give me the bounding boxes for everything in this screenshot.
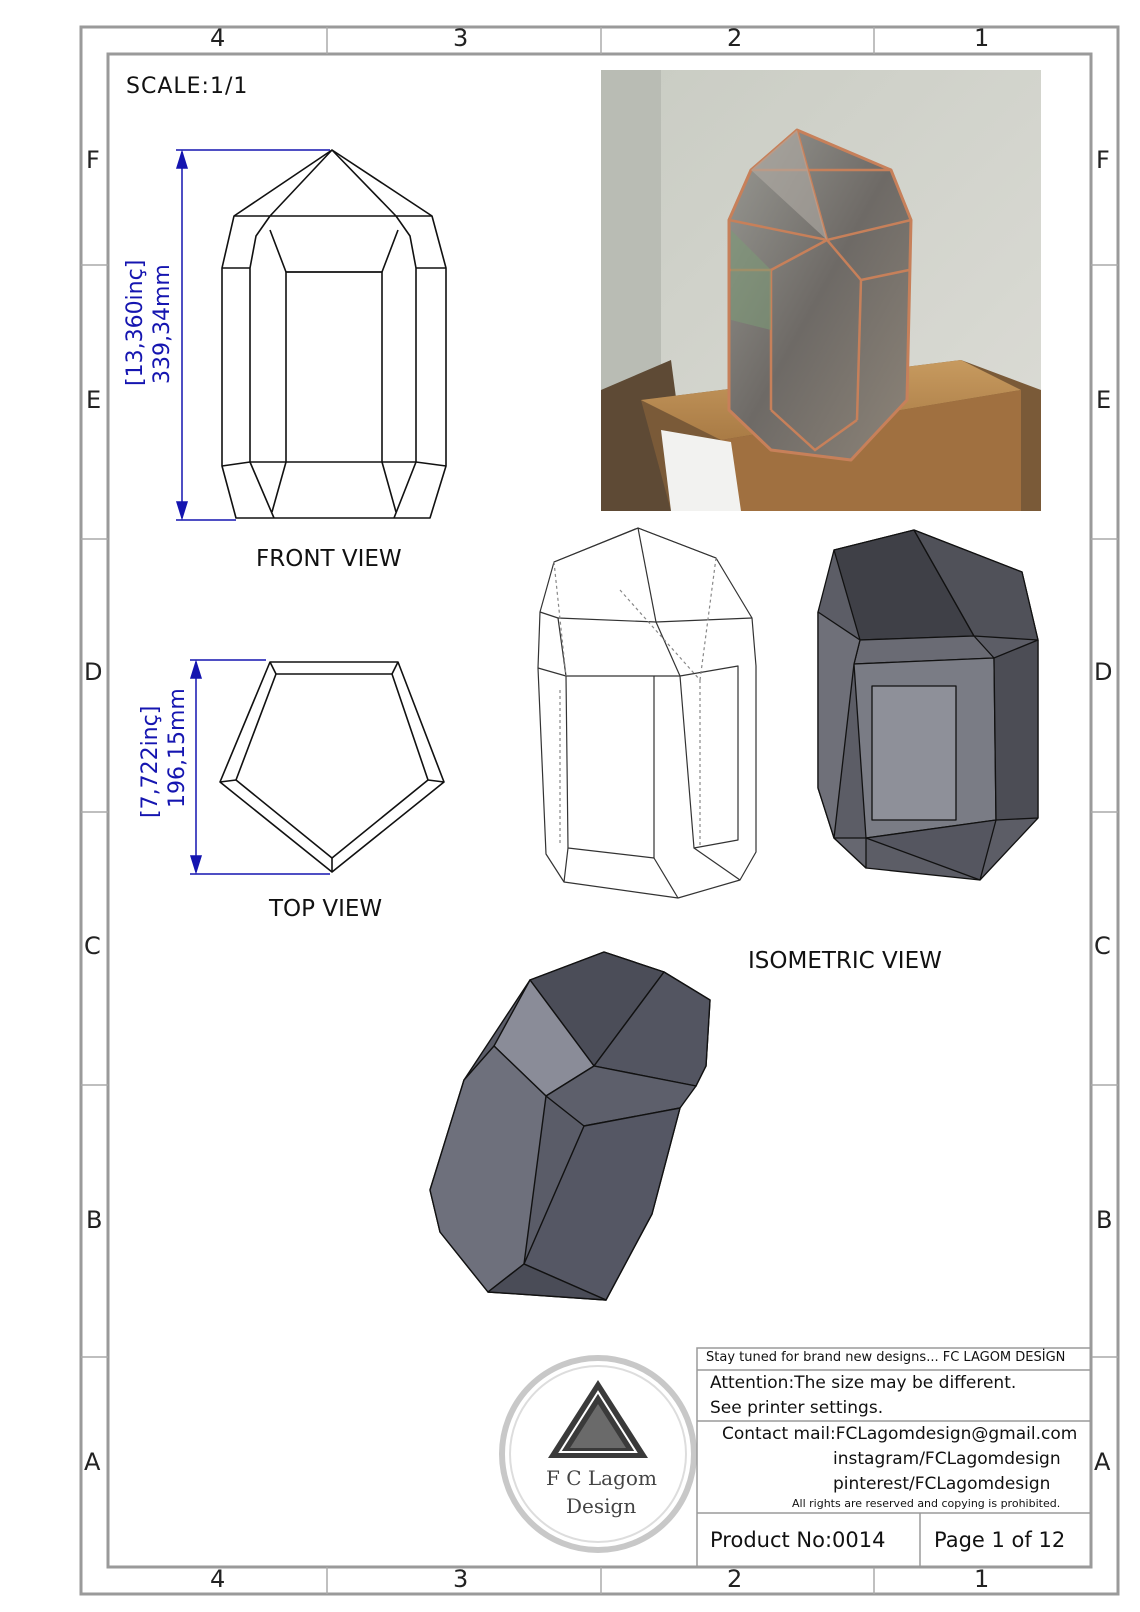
row-label-c-left: C (84, 932, 101, 960)
pinterest-text: pinterest/FCLagomdesign (833, 1474, 1051, 1494)
inner-frame (106, 52, 1093, 1569)
top-view-drawing (219, 661, 445, 873)
brand-logo (499, 1355, 697, 1553)
logo-text-line2: Design (566, 1494, 637, 1518)
rights-text: All rights are reserved and copying is p… (792, 1497, 1061, 1510)
row-label-b-right: B (1096, 1206, 1113, 1234)
rotated-shaded-solid (429, 951, 711, 1301)
row-label-a-right: A (1094, 1448, 1111, 1476)
stay-tuned-text: Stay tuned for brand new designs... FC L… (706, 1350, 1066, 1365)
front-view-drawing (221, 149, 447, 519)
row-label-e-right: E (1096, 386, 1112, 414)
front-height-mm: 339,34mm (150, 264, 175, 384)
top-view-label: TOP VIEW (269, 896, 383, 922)
isometric-shaded (817, 529, 1039, 881)
row-label-b-left: B (86, 1206, 103, 1234)
title-block (696, 1347, 1092, 1568)
top-width-inch: [7,722inç] (138, 705, 163, 818)
col-label-1-bottom: 1 (974, 1565, 990, 1593)
row-label-d-left: D (84, 658, 103, 686)
top-width-dimension (189, 659, 330, 875)
top-width-mm: 196,15mm (165, 688, 190, 808)
row-label-f-left: F (86, 146, 100, 174)
logo-text-line1: F C Lagom (546, 1466, 657, 1490)
zone-ticks (81, 27, 1118, 1594)
col-label-2-bottom: 2 (727, 1565, 743, 1593)
col-label-3-top: 3 (453, 24, 469, 52)
page-number: Page 1 of 12 (934, 1528, 1066, 1552)
col-label-1-top: 1 (974, 24, 990, 52)
col-label-3-bottom: 3 (453, 1565, 469, 1593)
row-label-d-right: D (1094, 658, 1113, 686)
printer-settings-text: See printer settings. (710, 1398, 884, 1418)
product-photo (601, 70, 1041, 511)
scale-label: SCALE:1/1 (126, 74, 249, 99)
contact-mail-text: Contact mail:FCLagomdesign@gmail.com (722, 1424, 1078, 1444)
front-view-label: FRONT VIEW (256, 546, 402, 572)
instagram-text: instagram/FCLagomdesign (833, 1449, 1061, 1469)
isometric-view-label: ISOMETRIC VIEW (748, 948, 942, 974)
col-label-2-top: 2 (727, 24, 743, 52)
isometric-wireframe (537, 527, 757, 899)
row-label-c-right: C (1094, 932, 1111, 960)
front-height-dimension (175, 149, 330, 521)
row-label-a-left: A (84, 1448, 101, 1476)
row-label-e-left: E (86, 386, 102, 414)
product-number: Product No:0014 (710, 1528, 886, 1552)
attention-text: Attention:The size may be different. (710, 1373, 1017, 1393)
row-label-f-right: F (1096, 146, 1110, 174)
col-label-4-bottom: 4 (210, 1565, 226, 1593)
col-label-4-top: 4 (210, 24, 226, 52)
front-height-inch: [13,360inç] (123, 259, 148, 386)
outer-frame (79, 25, 1120, 1596)
